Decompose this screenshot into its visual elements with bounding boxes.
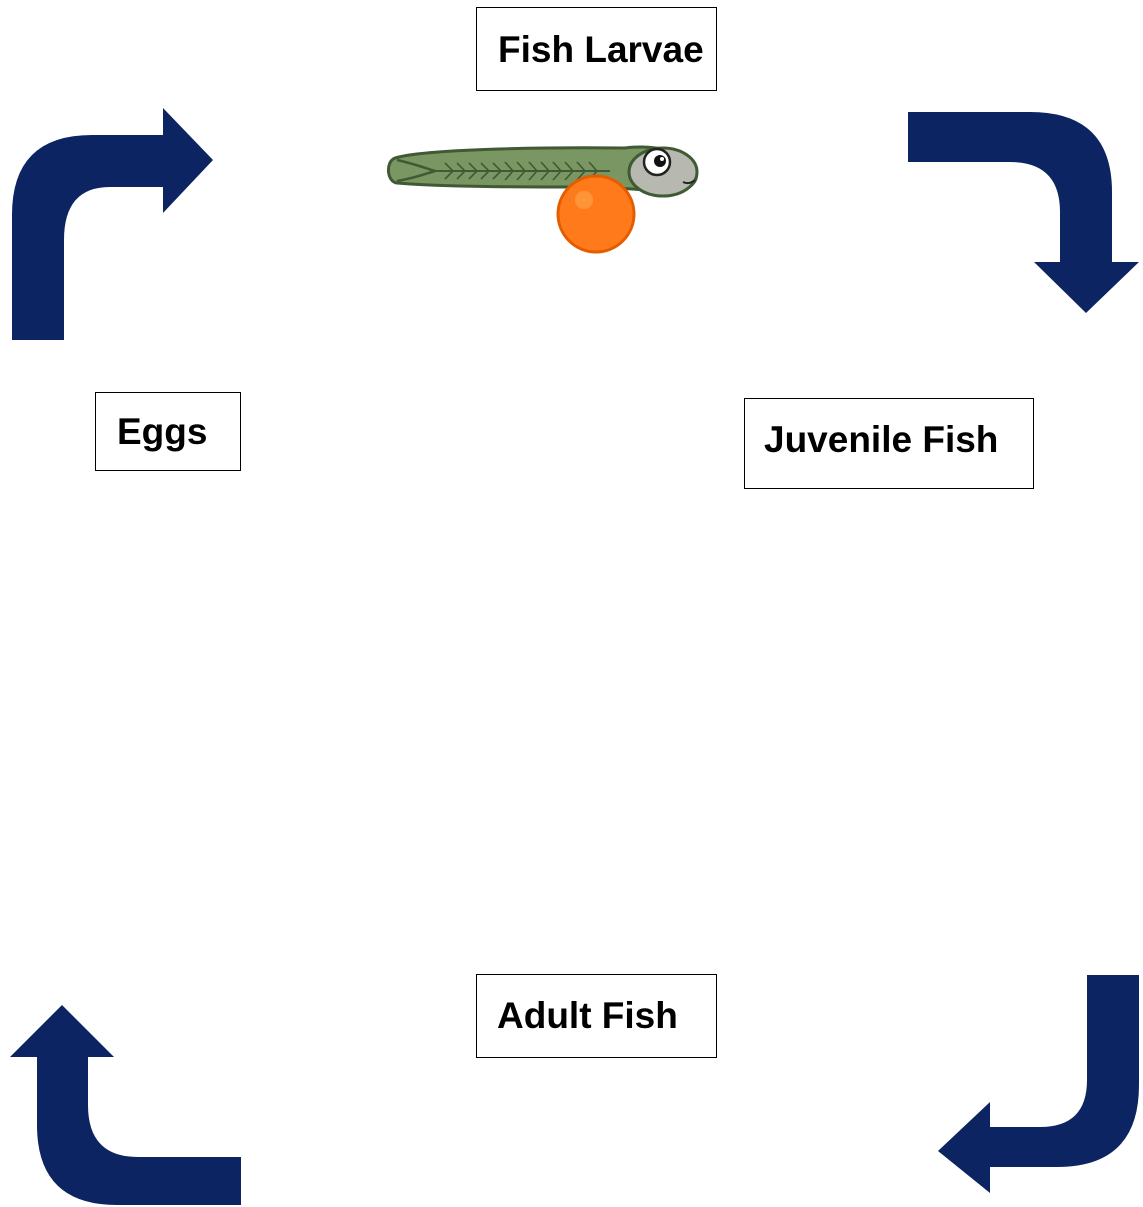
stage-box-juvenile-fish: Juvenile Fish: [744, 398, 1034, 489]
fish-larva-icon: [387, 145, 699, 254]
stage-label-eggs: Eggs: [117, 411, 208, 452]
curved-arrow-down-left-icon: [938, 975, 1139, 1193]
stage-box-adult-fish: Adult Fish: [476, 974, 717, 1058]
stage-box-eggs: Eggs: [95, 392, 241, 471]
curved-arrow-up-right-icon: [12, 108, 213, 340]
stage-label-fish-larvae: Fish Larvae: [498, 29, 704, 70]
stage-label-juvenile-fish: Juvenile Fish: [764, 419, 999, 460]
curved-arrow-left-up-icon: [10, 1005, 241, 1205]
fish-larva-mouth: [682, 179, 696, 185]
stage-box-fish-larvae: Fish Larvae: [476, 7, 717, 91]
stage-label-adult-fish: Adult Fish: [497, 995, 678, 1036]
curved-arrow-right-down-icon: [908, 112, 1139, 313]
